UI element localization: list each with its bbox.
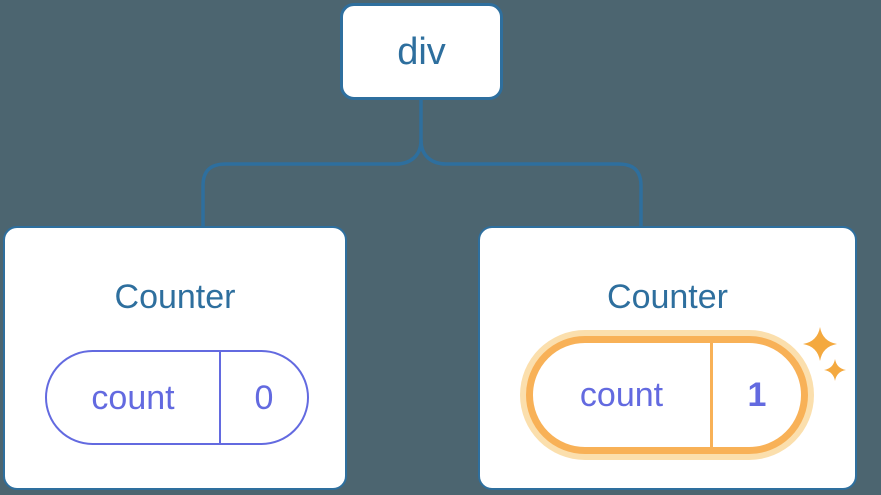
counter-card-left: Counter count 0 <box>3 226 347 490</box>
state-value-cell: 0 <box>221 352 307 443</box>
state-key-label: count <box>91 378 175 417</box>
root-node-div: div <box>340 3 503 100</box>
connector-right-branch <box>419 138 643 229</box>
state-key-label: count <box>579 376 664 414</box>
state-key-cell: count <box>47 352 221 443</box>
state-pill-highlighted: count 1 <box>526 336 808 454</box>
component-title: Counter <box>607 278 728 316</box>
state-value-label: 0 <box>254 378 274 417</box>
state-value-label: 1 <box>747 376 767 414</box>
state-value-cell: 1 <box>713 343 801 447</box>
sparkle-large-icon <box>803 327 837 361</box>
state-key-cell: count <box>533 343 713 447</box>
sparkle-small-icon <box>824 359 846 381</box>
component-title: Counter <box>114 278 236 316</box>
sparkles-icon <box>803 327 846 381</box>
root-node-label: div <box>397 30 446 73</box>
connector-left-branch <box>201 98 423 229</box>
counter-card-right: Counter count 1 <box>478 226 857 490</box>
state-pill: count 0 <box>45 350 309 445</box>
